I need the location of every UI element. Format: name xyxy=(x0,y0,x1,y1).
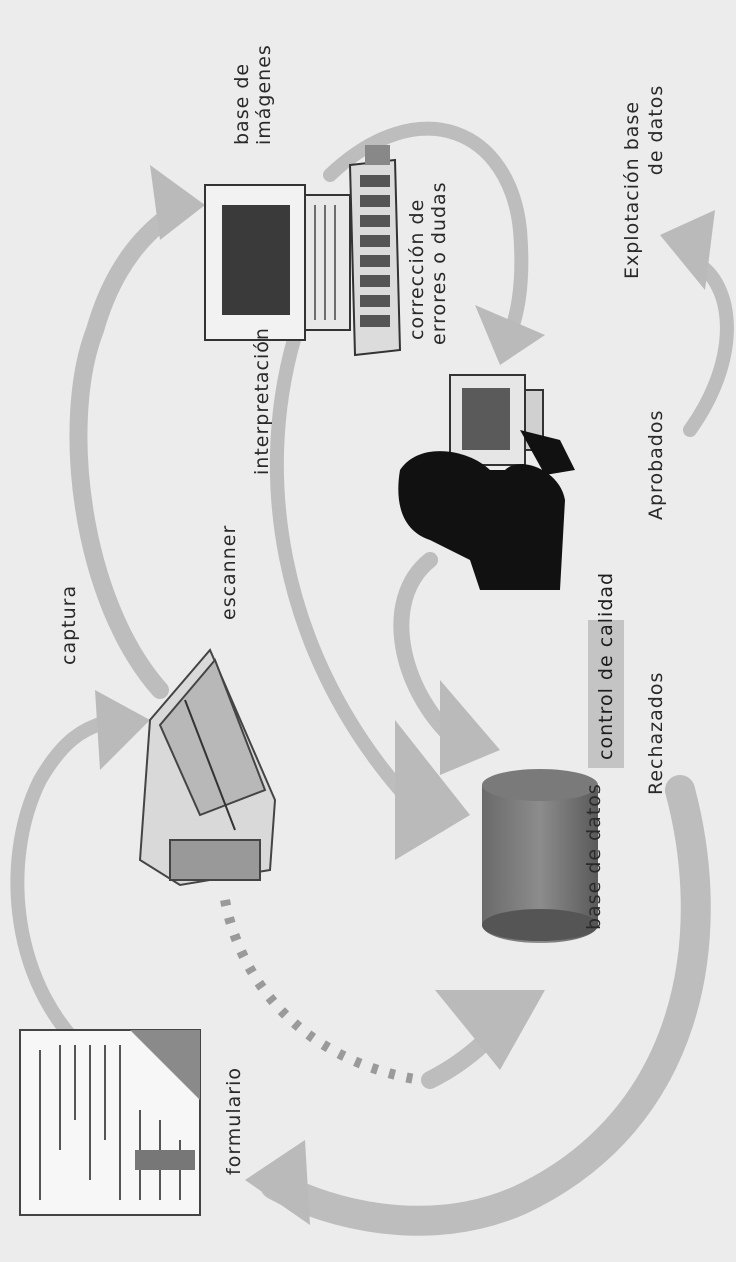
arrow-correccion-bd xyxy=(393,552,463,748)
arrowhead-captura xyxy=(95,690,150,770)
arrowhead-formulario xyxy=(245,1140,310,1225)
computer-icon xyxy=(204,145,402,357)
label-base-imagenes-1: base de xyxy=(231,63,253,145)
dashed-flow xyxy=(220,899,421,1085)
arrow-captura-imagenes xyxy=(69,206,179,699)
label-control-calidad: control de calidad xyxy=(595,572,617,760)
label-formulario: formulario xyxy=(223,1067,245,1175)
arrow-formulario-captura xyxy=(10,708,122,1067)
arrow-aprobados-explotacion xyxy=(683,258,734,437)
database-cylinder-icon xyxy=(482,769,598,943)
arrowhead-bd-2 xyxy=(440,680,500,775)
label-correccion-2: errores o dudas xyxy=(428,181,450,345)
form-document-icon xyxy=(19,1029,201,1216)
flow-arrows xyxy=(10,121,734,1236)
arrowheads xyxy=(95,165,715,1225)
label-interpretacion: interpretación xyxy=(251,327,273,475)
label-correccion-1: corrección de xyxy=(406,199,428,340)
label-base-imagenes-2: imágenes xyxy=(253,44,275,145)
arrowhead-explotacion xyxy=(660,210,715,290)
label-base-de-datos: base de datos xyxy=(583,783,605,930)
arrowhead-bd-1 xyxy=(395,720,470,860)
arrowhead-bd-3 xyxy=(435,990,545,1070)
arrowhead-imagenes xyxy=(150,165,205,240)
label-rechazados: Rechazados xyxy=(645,672,667,795)
scanner-icon xyxy=(138,648,277,887)
quality-control-badge xyxy=(588,620,624,768)
labels: formulario captura escanner interpretaci… xyxy=(58,44,667,1175)
arrow-rechazados-formulario xyxy=(260,775,711,1236)
arrow-imagenes-correccion xyxy=(323,121,529,342)
arrowhead-correccion xyxy=(475,305,545,365)
label-captura: captura xyxy=(58,585,80,665)
operator-workstation-icon xyxy=(398,374,575,590)
label-aprobados: Aprobados xyxy=(645,410,667,520)
label-explotacion-2: de datos xyxy=(645,85,667,175)
label-escanner: escanner xyxy=(218,525,240,620)
label-explotacion-1: Explotación base xyxy=(621,101,643,279)
